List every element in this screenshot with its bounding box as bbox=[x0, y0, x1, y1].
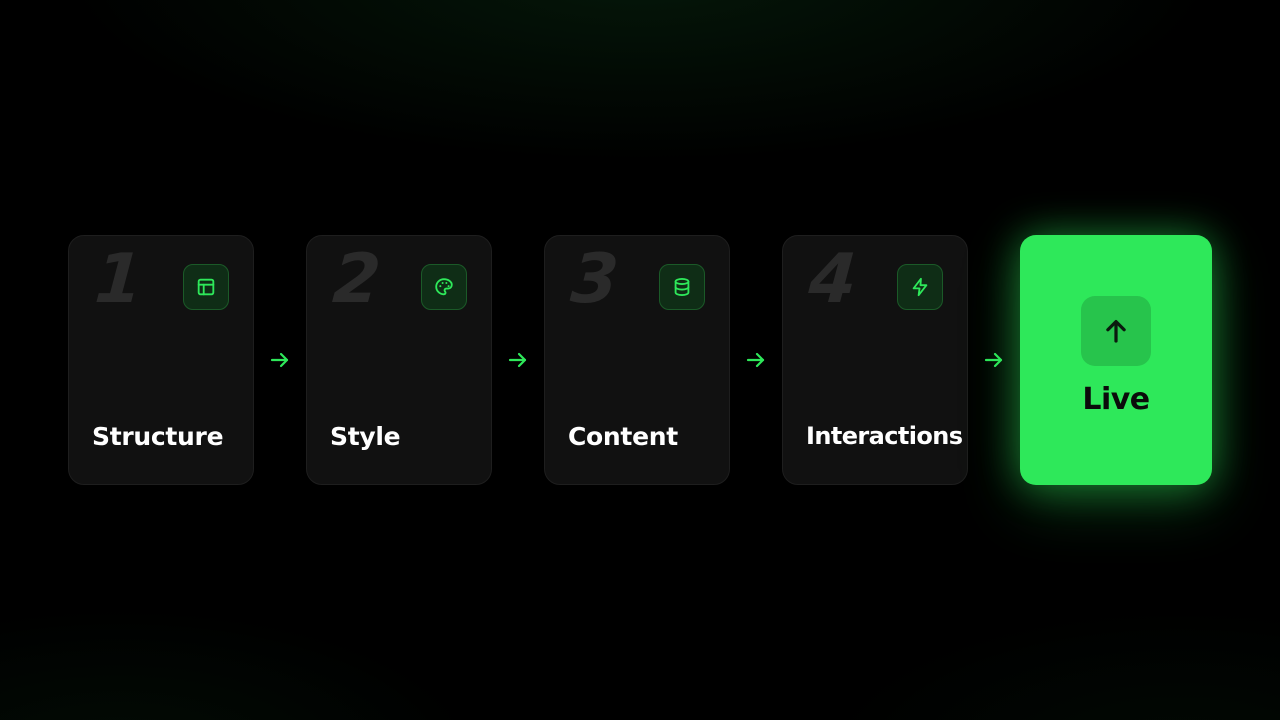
arrow-right-icon bbox=[507, 350, 529, 370]
arrow-up-icon bbox=[1081, 296, 1151, 366]
arrow-right-icon bbox=[269, 350, 291, 370]
step-number: 1 bbox=[92, 240, 144, 319]
step-card-structure: 1 Structure bbox=[68, 235, 254, 485]
step-number: 4 bbox=[806, 240, 858, 319]
database-icon bbox=[659, 264, 705, 310]
step-label: Structure bbox=[92, 422, 224, 451]
palette-icon bbox=[421, 264, 467, 310]
layout-icon bbox=[183, 264, 229, 310]
arrow-right-icon bbox=[983, 350, 1005, 370]
step-label: Style bbox=[330, 422, 401, 451]
step-card-style: 2 Style bbox=[306, 235, 492, 485]
live-card: Live bbox=[1020, 235, 1212, 485]
arrow-right-icon bbox=[745, 350, 767, 370]
step-card-interactions: 4 Interactions bbox=[782, 235, 968, 485]
live-label: Live bbox=[1082, 382, 1150, 417]
step-number: 2 bbox=[330, 240, 382, 319]
step-label: Interactions bbox=[806, 422, 963, 450]
step-number: 3 bbox=[568, 240, 620, 319]
step-label: Content bbox=[568, 422, 678, 451]
step-card-content: 3 Content bbox=[544, 235, 730, 485]
lightning-icon bbox=[897, 264, 943, 310]
